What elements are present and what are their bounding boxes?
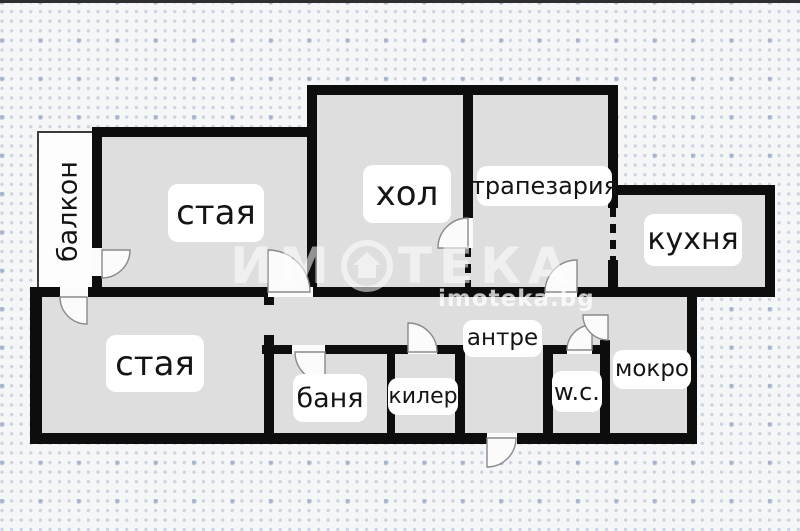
wall [325,345,408,354]
balcony-area [37,131,99,292]
wall [577,287,775,297]
room-label-entry: антре [463,320,542,357]
room-label-dining: трапезария [471,166,618,206]
wall [262,345,292,354]
wall [608,85,618,208]
wall [264,297,274,305]
house-in-circle-icon [340,240,393,292]
wall [687,287,697,444]
wall [87,287,268,297]
room-label-utility: мокро [613,350,691,389]
wall [600,340,610,433]
wall [765,185,775,297]
room-label-top-room: стая [168,184,264,242]
wall [517,433,697,444]
wall [30,433,487,444]
wall [30,287,42,444]
wall [307,85,618,95]
dashed-opening-living-dining [465,248,471,287]
room-label-bath: баня [293,374,367,422]
wall [92,127,317,137]
top-edge-bar [0,0,800,3]
wall [608,185,775,195]
wall [313,287,545,297]
room-label-balcony: балкон [52,161,84,262]
wall [264,335,274,433]
room-label-wc: w.c. [552,371,602,412]
watermark-brand: ИМ ТЕКА [226,234,578,298]
wall [608,260,618,297]
room-label-living: хол [363,165,451,223]
wall [455,345,465,433]
wall [463,85,473,218]
wall [92,275,102,297]
wall [30,287,60,297]
room-label-bottom-room: стая [106,335,204,392]
wall [307,85,317,297]
dashed-opening-dining-kitchen [610,208,616,260]
watermark-brand-suffix: ТЕКА [397,237,574,295]
wall [92,131,102,248]
watermark-site: imoteka.bg [438,286,595,312]
room-label-closet: килер [388,378,458,415]
watermark-brand-prefix: ИМ [230,237,336,295]
wall [437,345,465,354]
wall [543,345,553,433]
wall [545,345,567,354]
room-label-kitchen: кухня [644,214,742,266]
